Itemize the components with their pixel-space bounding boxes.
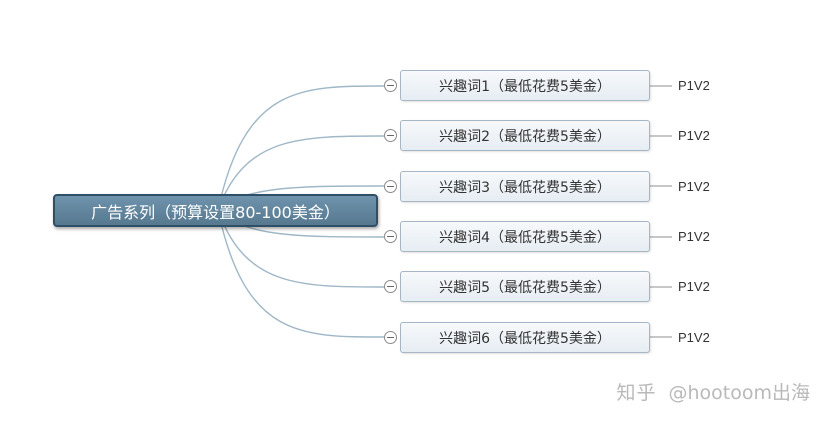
subtopic-label: 兴趣词6（最低花费5美金） <box>439 330 611 347</box>
subtopic-label: 兴趣词5（最低花费5美金） <box>439 279 611 296</box>
subtopic-tag: P1V2 <box>678 179 710 194</box>
watermark: 知乎 @hootoom出海 <box>616 378 810 405</box>
subtopic-node-1[interactable]: 兴趣词1（最低花费5美金） <box>400 70 650 101</box>
watermark-handle: @hootoom出海 <box>668 382 811 404</box>
subtopic-tag: P1V2 <box>678 78 710 93</box>
collapse-toggle-icon[interactable] <box>384 129 397 142</box>
subtopic-label: 兴趣词3（最低花费5美金） <box>439 179 611 196</box>
subtopic-node-2[interactable]: 兴趣词2（最低花费5美金） <box>400 120 650 151</box>
collapse-toggle-icon[interactable] <box>384 79 397 92</box>
watermark-brand: 知乎 <box>616 382 657 404</box>
root-topic[interactable]: 广告系列（预算设置80-100美金） <box>53 194 378 227</box>
connector-line <box>217 135 385 211</box>
subtopic-tag: P1V2 <box>678 330 710 345</box>
subtopic-tag: P1V2 <box>678 279 710 294</box>
subtopic-node-4[interactable]: 兴趣词4（最低花费5美金） <box>400 221 650 252</box>
root-topic-label: 广告系列（预算设置80-100美金） <box>91 202 340 222</box>
collapse-toggle-icon[interactable] <box>384 230 397 243</box>
subtopic-tag: P1V2 <box>678 128 710 143</box>
connector-line <box>217 209 385 288</box>
collapse-toggle-icon[interactable] <box>384 331 397 344</box>
subtopic-node-3[interactable]: 兴趣词3（最低花费5美金） <box>400 171 650 202</box>
connector-line <box>217 85 385 211</box>
subtopic-tag: P1V2 <box>678 229 710 244</box>
subtopic-node-6[interactable]: 兴趣词6（最低花费5美金） <box>400 322 650 353</box>
collapse-toggle-icon[interactable] <box>384 180 397 193</box>
collapse-toggle-icon[interactable] <box>384 280 397 293</box>
connector-line <box>217 209 385 338</box>
subtopic-node-5[interactable]: 兴趣词5（最低花费5美金） <box>400 271 650 302</box>
subtopic-label: 兴趣词4（最低花费5美金） <box>439 229 611 246</box>
subtopic-label: 兴趣词2（最低花费5美金） <box>439 128 611 145</box>
subtopic-label: 兴趣词1（最低花费5美金） <box>439 78 611 95</box>
